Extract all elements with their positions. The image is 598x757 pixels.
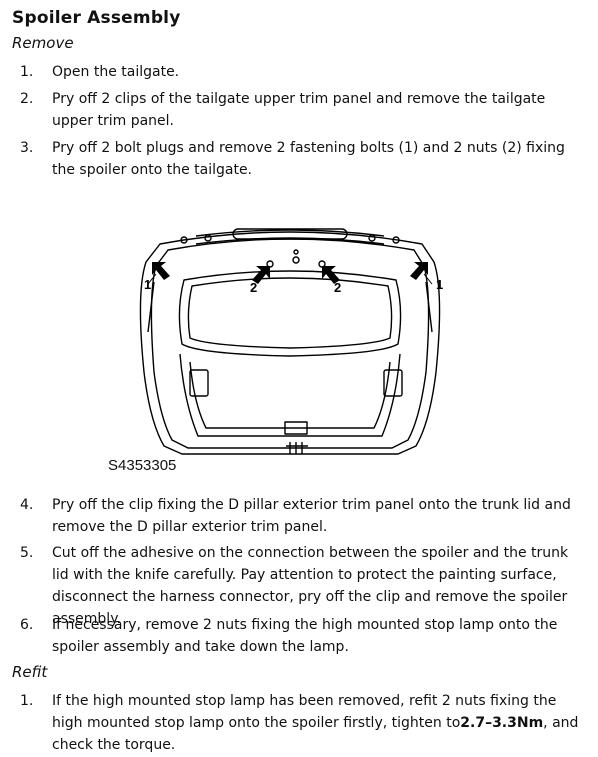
remove-step-4: 4. Pry off the clip fixing the D pillar … [20,494,585,538]
step-text: Pry off the clip fixing the D pillar ext… [52,497,571,535]
remove-step-3: 3. Pry off 2 bolt plugs and remove 2 fas… [20,137,585,181]
bolt-arrow-right [410,262,428,280]
refit-text-before: If the high mounted stop lamp has been r… [52,693,557,731]
tailgate-outline [139,231,441,455]
callout-2-right: 2 [334,280,341,295]
remove-step-1: 1. Open the tailgate. [20,61,585,83]
step-text: Pry off 2 bolt plugs and remove 2 fasten… [52,140,565,178]
nut-arrow-right [322,266,340,284]
section-title: Spoiler Assembly [12,8,181,28]
remove-step-2: 2. Pry off 2 clips of the tailgate upper… [20,88,585,132]
remove-step-5: 5. Cut off the adhesive on the connectio… [20,542,585,630]
bolt-arrow-left [152,262,170,280]
nut-arrow-left [252,266,270,284]
step-number: 1. [20,64,34,80]
step-number: 5. [20,545,34,561]
callout-1-right: 1 [436,277,443,292]
torque-value: 2.7–3.3Nm [460,715,544,731]
step-number: 2. [20,91,34,107]
step-number: 4. [20,497,34,513]
step-number: 6. [20,617,34,633]
refit-text-after: , and check the torque. [52,715,579,753]
figure-id: S4353305 [108,457,177,474]
tailgate-diagram: 1 1 2 2 [139,228,443,455]
callout-2-left: 2 [250,280,257,295]
remove-step-6: 6. If necessary, remove 2 nuts fixing th… [20,614,585,658]
step-text: If the high mounted stop lamp has been r… [52,690,585,756]
step-text: Cut off the adhesive on the connection b… [52,545,569,627]
step-text: Open the tailgate. [52,64,180,80]
refit-heading: Refit [12,663,48,681]
remove-heading: Remove [12,34,74,52]
step-number: 1. [20,693,34,709]
step-text: If necessary, remove 2 nuts fixing the h… [52,617,558,655]
refit-step-1: 1. If the high mounted stop lamp has bee… [20,690,585,756]
callout-1-left: 1 [144,277,151,292]
step-text: Pry off 2 clips of the tailgate upper tr… [52,91,546,129]
step-number: 3. [20,140,34,156]
